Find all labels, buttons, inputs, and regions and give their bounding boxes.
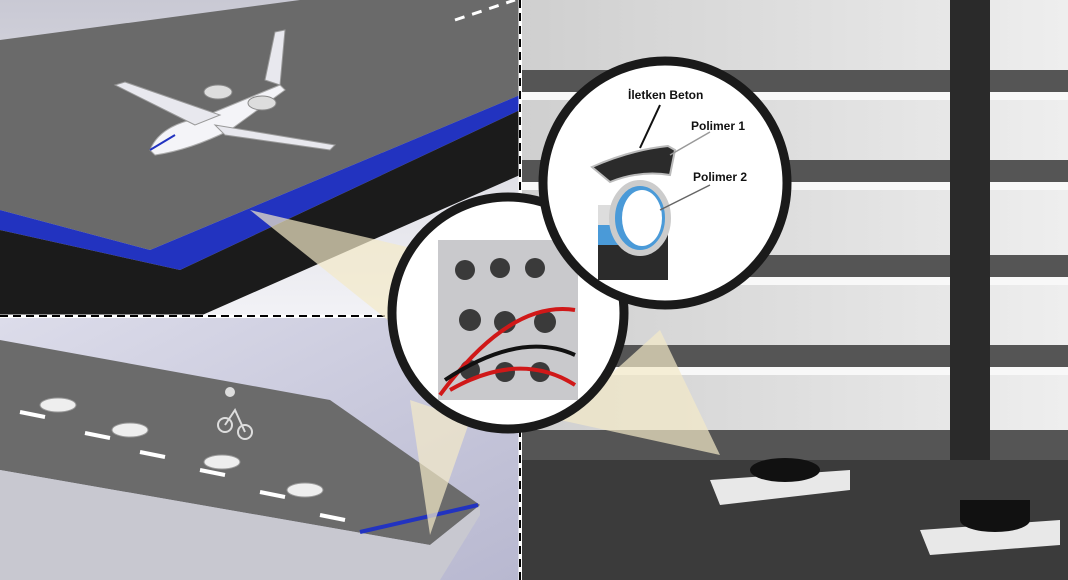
- airport-runway-panel: [0, 0, 520, 316]
- cyclist-icon: [217, 387, 253, 440]
- label-conductive-concrete: İletken Beton: [628, 87, 703, 102]
- building-panel: [522, 0, 1068, 580]
- label-polymer-2: Polimer 2: [693, 170, 747, 184]
- road-panel: [0, 318, 520, 580]
- bearing-detail-callout: İletken Beton Polimer 1 Polimer 2: [538, 56, 792, 310]
- airplane-icon: [113, 29, 337, 156]
- planter-icons: [39, 397, 324, 498]
- seismic-isolators: [710, 458, 1060, 555]
- arrow-conductive-concrete: [639, 104, 661, 149]
- lane-markings: [19, 410, 346, 522]
- label-polymer-1: Polimer 1: [691, 119, 745, 133]
